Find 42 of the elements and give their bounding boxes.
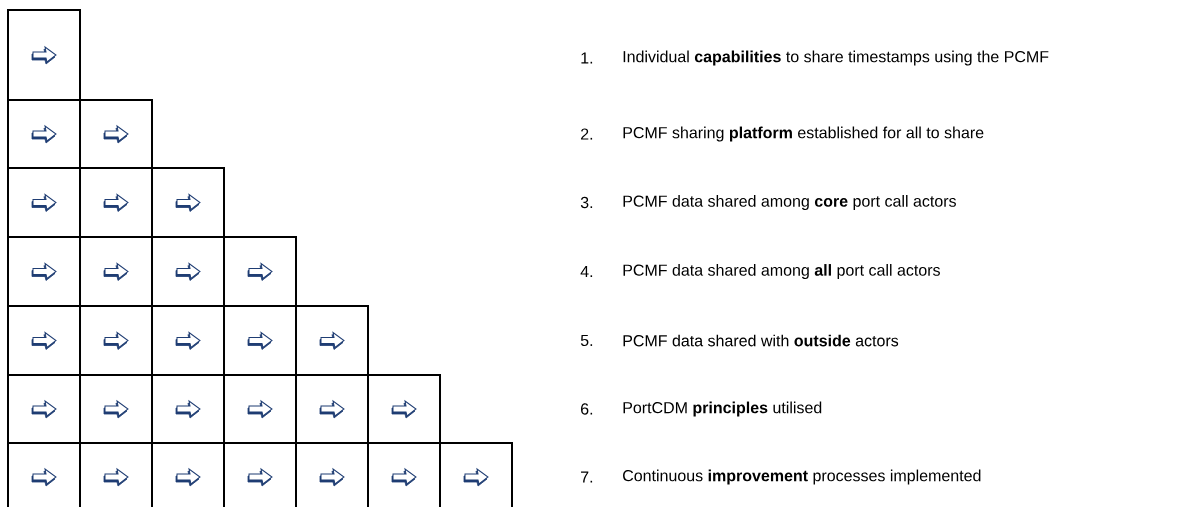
list-number: 2. bbox=[581, 128, 593, 140]
table-cell bbox=[79, 236, 153, 307]
list-number: 7. bbox=[581, 471, 593, 483]
list-item-text: PCMF sharing platform established for all to share bbox=[623, 126, 984, 142]
table-cell bbox=[295, 374, 369, 444]
table-cell bbox=[367, 442, 441, 507]
table-cell bbox=[223, 442, 297, 507]
table-cell bbox=[7, 236, 81, 307]
table-cell bbox=[295, 305, 369, 376]
list-item-text: PCMF data shared among all port call actors bbox=[623, 264, 940, 279]
table-cell bbox=[151, 305, 225, 376]
list-number: 1. bbox=[581, 52, 593, 64]
list-item-text: PortCDM principles utilised bbox=[623, 401, 822, 417]
table-cell bbox=[223, 374, 297, 444]
table-cell bbox=[7, 374, 81, 444]
table-cell bbox=[7, 442, 81, 507]
table-cell bbox=[223, 305, 297, 376]
table-cell bbox=[151, 167, 225, 238]
table-cell bbox=[439, 442, 513, 507]
table-cell bbox=[295, 442, 369, 507]
list-number: 3. bbox=[580, 196, 593, 209]
table-cell bbox=[7, 167, 81, 238]
table-cell bbox=[7, 99, 81, 169]
table-cell bbox=[151, 442, 225, 507]
list-item-text: PCMF data shared with outside actors bbox=[623, 334, 899, 347]
table-cell bbox=[223, 236, 297, 307]
table-cell bbox=[7, 9, 81, 101]
table-cell bbox=[79, 99, 153, 169]
list-item-text: Continuous improvement processes implemented bbox=[623, 469, 981, 485]
list-item-text: PCMF data shared among core port call actors bbox=[623, 195, 956, 210]
table-cell bbox=[151, 374, 225, 444]
table-cell bbox=[151, 236, 225, 307]
table-cell bbox=[7, 305, 81, 376]
list-number: 4. bbox=[580, 266, 593, 277]
table-cell bbox=[79, 167, 153, 238]
table-cell bbox=[79, 374, 153, 444]
list-number: 5. bbox=[580, 334, 593, 347]
list-item-text: Individual capabilities to share timestamps using the PCMF bbox=[623, 50, 1049, 66]
table-cell bbox=[367, 374, 441, 444]
table-cell bbox=[79, 442, 153, 507]
list-number: 6. bbox=[581, 403, 593, 415]
table-cell bbox=[79, 305, 153, 376]
